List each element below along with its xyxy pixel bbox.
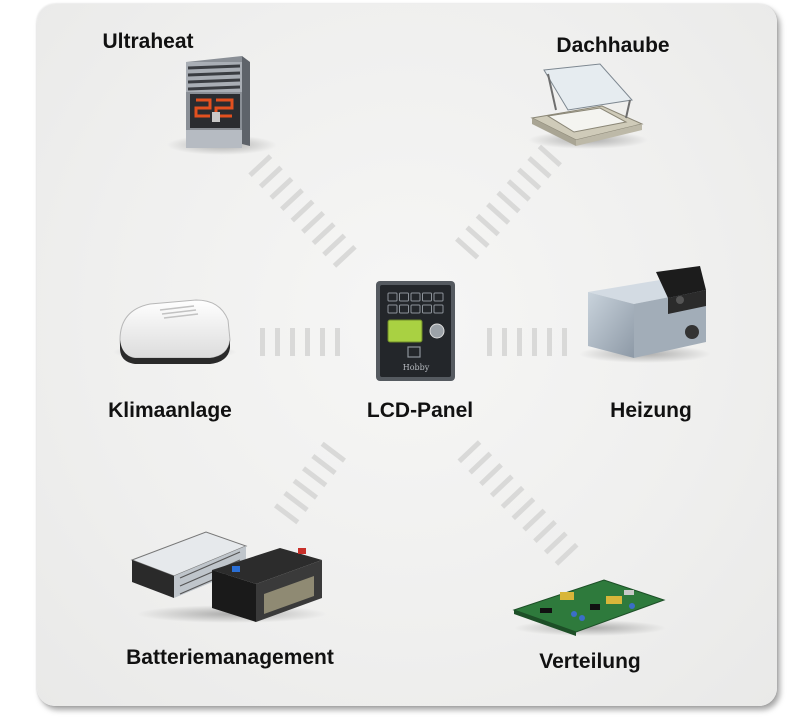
lcd-key bbox=[387, 304, 398, 314]
air-conditioner-icon bbox=[113, 299, 237, 364]
lcd-key bbox=[399, 292, 409, 302]
node-label-dachhaube: Dachhaube bbox=[556, 34, 670, 57]
lcd-key bbox=[433, 292, 444, 302]
lcd-key bbox=[387, 292, 398, 302]
connector-ultraheat bbox=[248, 154, 357, 268]
connector-heizung bbox=[487, 328, 567, 356]
battery-charger-icon bbox=[130, 531, 327, 623]
heating-unit-icon bbox=[579, 266, 711, 363]
connectors bbox=[248, 144, 579, 566]
lcd-key bbox=[399, 304, 409, 314]
circuit-board-icon bbox=[512, 579, 666, 636]
connector-klimaanlage bbox=[260, 328, 340, 356]
center-label-lcd-panel: LCD-Panel bbox=[366, 399, 474, 422]
lcd-key bbox=[410, 304, 421, 314]
lcd-key bbox=[410, 292, 421, 302]
node-label-verteilung: Verteilung bbox=[539, 650, 641, 673]
connector-dachhaube bbox=[455, 144, 562, 260]
ultraheat-heater-icon bbox=[167, 56, 277, 155]
node-label-ultraheat: Ultraheat bbox=[102, 30, 194, 53]
node-label-klimaanlage: Klimaanlage bbox=[108, 399, 232, 422]
node-label-heizung: Heizung bbox=[610, 399, 692, 422]
lcd-key bbox=[422, 304, 432, 314]
roof-hatch-icon bbox=[528, 63, 648, 149]
lcd-key bbox=[422, 292, 432, 302]
connector-verteilung bbox=[457, 440, 579, 566]
lcd-key bbox=[433, 304, 444, 314]
node-label-batteriemanagement: Batteriemanagement bbox=[126, 646, 334, 669]
connector-batteriemanagement bbox=[273, 441, 347, 525]
brand-logo-text: Hobby bbox=[403, 363, 430, 372]
lcd-panel-icon: Hobby bbox=[376, 281, 455, 381]
